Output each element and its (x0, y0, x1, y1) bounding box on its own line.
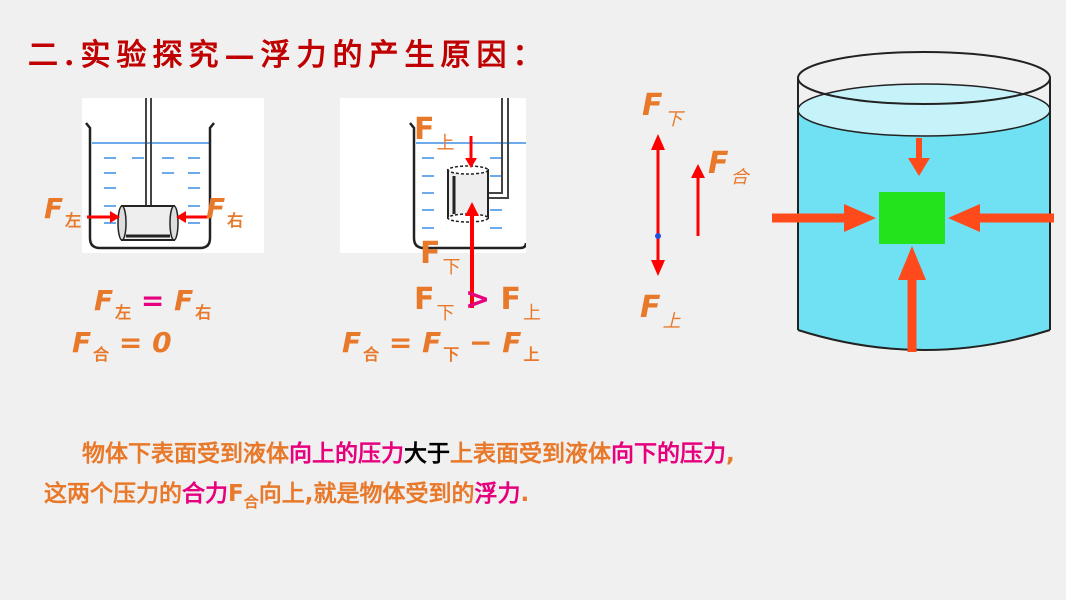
page-title: 二.实验探究—浮力的产生原因： (28, 38, 549, 73)
beaker-vertical-forces-diagram (409, 98, 528, 250)
net-force-arrow (691, 164, 705, 236)
experiment-middle-panel (340, 98, 528, 253)
submerged-cube-diagram (772, 51, 1054, 352)
middle-upward-arrow (465, 202, 479, 308)
conclusion-line-2: 这两个压力的合力F合向上,就是物体受到的浮力. (44, 481, 530, 511)
experiment-left-panel (82, 98, 264, 253)
conclusion-line-1: 物体下表面受到液体向上的压力大于上表面受到液体向下的压力, (82, 441, 735, 467)
beaker-horizontal-forces-diagram (85, 98, 215, 250)
force-vector-diagram (651, 134, 665, 276)
